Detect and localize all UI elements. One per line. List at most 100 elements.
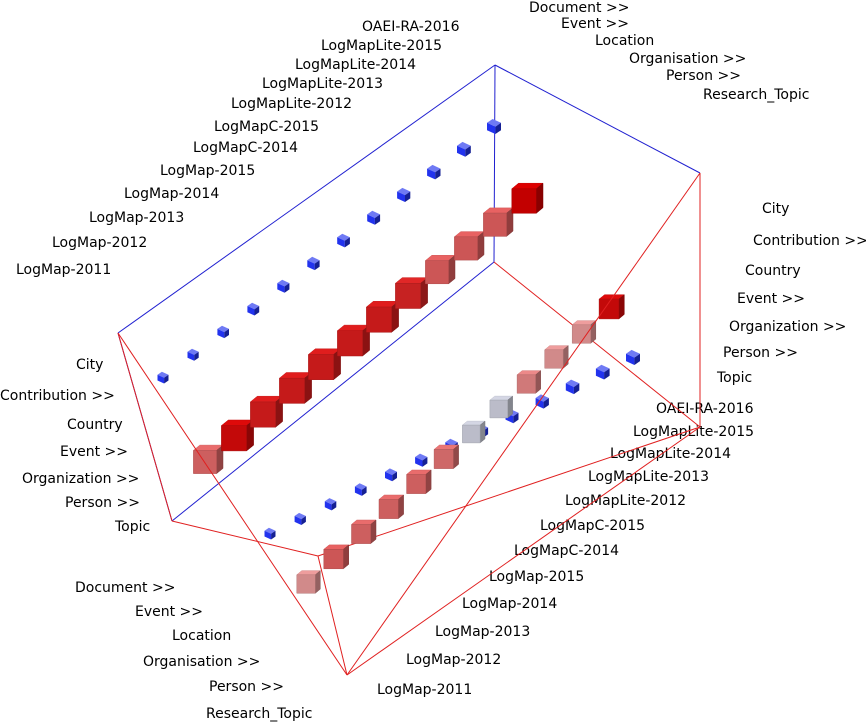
- class-label-right: Contribution >>: [753, 233, 866, 249]
- system-label-top: LogMapC-2014: [193, 140, 298, 156]
- bar-face-side: [370, 519, 377, 545]
- bar-cube: [482, 207, 514, 237]
- box-back-edge: [494, 64, 701, 174]
- bar-cube: [433, 444, 460, 470]
- class-label-top: Document >>: [529, 0, 629, 16]
- point-face-side: [465, 145, 471, 157]
- point-face-side: [224, 328, 229, 339]
- data-point-marker: [337, 233, 350, 248]
- class-label-left: City: [76, 357, 103, 373]
- bar-cube: [336, 324, 371, 357]
- point-face-top: [277, 279, 290, 287]
- bar-cube: [598, 294, 626, 320]
- data-point-marker: [187, 348, 199, 361]
- bar-face-front: [462, 424, 481, 444]
- system-label-top: LogMap-2013: [89, 210, 184, 226]
- point-face-side: [573, 383, 580, 395]
- data-point-marker: [157, 371, 169, 384]
- point-face-side: [604, 368, 610, 380]
- bar-face-front: [337, 330, 363, 357]
- bar-face-front: [250, 401, 276, 428]
- point-face-side: [543, 398, 549, 409]
- point-face-side: [361, 486, 367, 496]
- bar-face-front: [483, 212, 507, 237]
- data-point-marker: [307, 256, 320, 271]
- class-label-bottom: Event >>: [135, 604, 203, 620]
- box-inner-edge: [171, 520, 319, 557]
- point-face-front: [385, 471, 393, 482]
- system-label-bottom: LogMapC-2015: [540, 518, 645, 534]
- data-point-marker: [427, 164, 441, 180]
- point-face-front: [427, 168, 436, 180]
- point-face-top: [217, 325, 229, 333]
- bar-face-front: [516, 374, 536, 394]
- point-face-side: [314, 260, 320, 271]
- system-label-top: LogMap-2011: [16, 262, 111, 278]
- data-point-marker: [294, 512, 306, 525]
- box-front-edges: [117, 172, 701, 676]
- system-label-top: LogMap-2014: [124, 186, 219, 202]
- data-point-marker: [487, 119, 501, 134]
- point-face-side: [374, 214, 381, 225]
- bar-face-front: [308, 354, 334, 380]
- point-face-front: [247, 306, 255, 316]
- bar-face-front: [296, 574, 316, 594]
- bar-face-front: [454, 236, 478, 261]
- class-label-right: Topic: [716, 370, 752, 386]
- system-label-top: LogMapLite-2012: [231, 96, 352, 112]
- point-face-front: [487, 122, 496, 134]
- point-face-front: [187, 351, 195, 361]
- point-face-side: [284, 283, 290, 293]
- class-label-bottom: Research_Topic: [206, 706, 312, 722]
- class-label-left: Person >>: [65, 495, 140, 511]
- data-point-marker: [354, 483, 367, 496]
- bar-face-side: [453, 444, 459, 470]
- bar-cube: [278, 371, 313, 404]
- point-face-side: [344, 237, 350, 248]
- class-label-top: Location: [595, 33, 654, 49]
- system-label-top: LogMapLite-2015: [321, 38, 442, 54]
- box-front-edge: [346, 172, 701, 676]
- bar-cube: [453, 231, 485, 261]
- class-label-right: Organization >>: [729, 319, 846, 335]
- system-label-bottom: LogMapLite-2012: [565, 493, 686, 509]
- point-face-front: [264, 530, 272, 540]
- box-inner-edge: [317, 426, 701, 557]
- data-point-marker: [247, 302, 260, 316]
- class-label-right: Person >>: [723, 345, 798, 361]
- point-face-side: [194, 351, 199, 361]
- point-face-front: [595, 368, 605, 380]
- point-face-top: [626, 349, 640, 358]
- system-label-top: LogMapC-2015: [214, 119, 319, 135]
- point-face-front: [307, 260, 315, 271]
- point-face-front: [217, 328, 225, 339]
- bar-face-front: [511, 188, 537, 214]
- bar-face-side: [536, 182, 544, 214]
- box-front-edge: [117, 332, 348, 676]
- point-face-top: [247, 302, 260, 310]
- bar-face-front: [406, 474, 427, 494]
- point-face-top: [157, 371, 169, 378]
- class-label-left: Organization >>: [22, 471, 139, 487]
- point-face-top: [487, 119, 501, 127]
- system-label-bottom: LogMap-2011: [377, 682, 472, 698]
- bar-cube: [544, 345, 569, 369]
- point-face-top: [294, 512, 306, 520]
- bar-face-front: [193, 450, 217, 474]
- bar-face-side: [398, 494, 404, 520]
- bar-face-front: [598, 298, 620, 320]
- data-point-marker: [385, 468, 397, 482]
- bar-cube: [461, 420, 486, 444]
- bar-face-front: [351, 524, 371, 544]
- bar-face-front: [221, 425, 247, 452]
- bar-cube: [378, 494, 405, 520]
- data-point-marker: [595, 364, 610, 380]
- class-label-right: Event >>: [737, 291, 805, 307]
- box-back-edge: [171, 261, 495, 522]
- point-face-front: [457, 145, 466, 157]
- bar-cube: [307, 348, 342, 381]
- bar-cube: [249, 395, 284, 428]
- bar-face-side: [425, 469, 432, 495]
- data-point-marker: [415, 453, 428, 467]
